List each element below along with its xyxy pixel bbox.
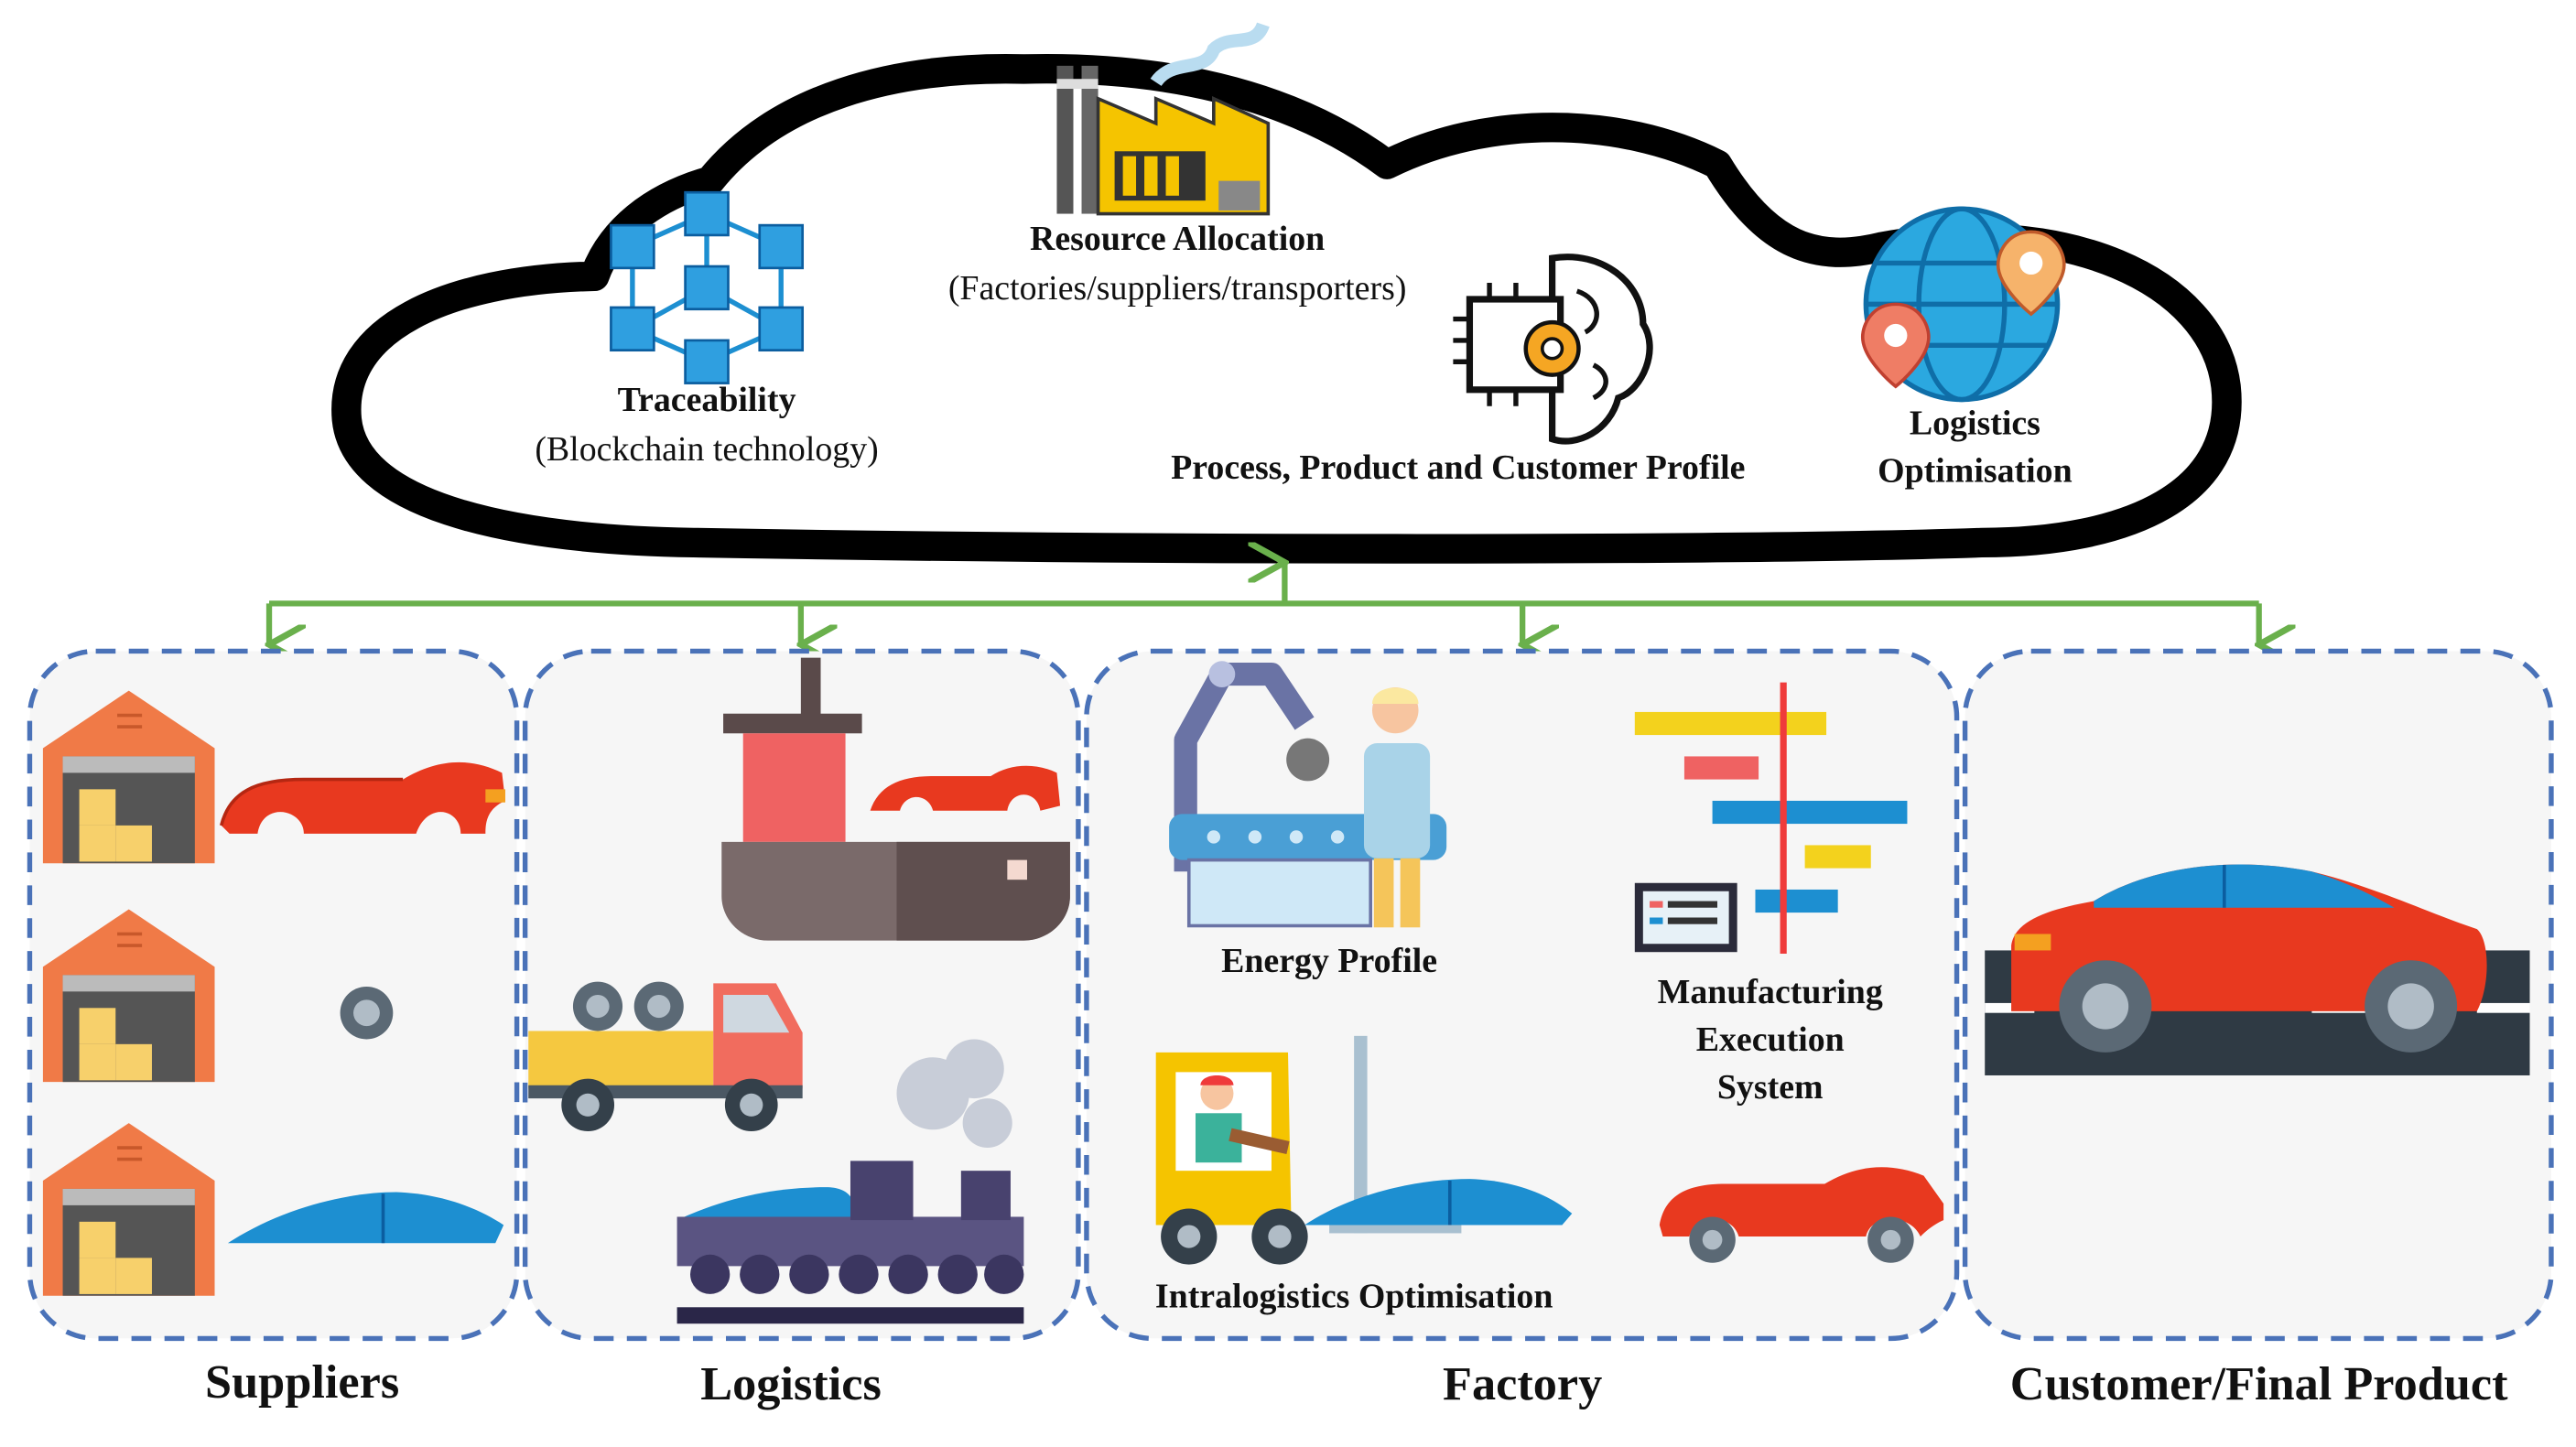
mes-label-line3: System: [1717, 1068, 1824, 1107]
suppliers-label: Suppliers: [205, 1355, 399, 1409]
gantt-icon: [1634, 682, 1908, 955]
profile-title: Process, Product and Customer Profile: [1171, 448, 1745, 487]
cloud-connector: [269, 562, 2259, 644]
forklift-icon: [1155, 1035, 1462, 1265]
windshield-icon: [1304, 1179, 1573, 1226]
traceability-subtitle: (Blockchain technology): [535, 430, 878, 469]
warehouse-icon: [42, 690, 215, 864]
final-car-icon: [1985, 864, 2530, 1075]
wheel-icon: [340, 986, 394, 1040]
energy-profile-label: Energy Profile: [1221, 942, 1437, 980]
customer-label: Customer/Final Product: [2010, 1357, 2508, 1410]
ship-icon: [721, 657, 1070, 941]
truck-icon: [528, 981, 803, 1132]
intralogistics-label: Intralogistics Optimisation: [1155, 1277, 1553, 1315]
factory-label: Factory: [1443, 1357, 1602, 1410]
warehouse-icon: [42, 1123, 215, 1296]
cloud-outline: [331, 53, 2242, 564]
blockchain-icon: [610, 190, 805, 384]
globe-pin-icon: [1860, 206, 2066, 403]
resource-allocation-subtitle: (Factories/suppliers/transporters): [948, 269, 1407, 308]
windshield-icon: [227, 1192, 504, 1244]
train-icon: [676, 1039, 1024, 1324]
resource-allocation-title: Resource Allocation: [1030, 220, 1325, 258]
mes-label-line1: Manufacturing: [1658, 973, 1883, 1011]
car-body-icon: [1659, 1167, 1944, 1263]
logistics-panel: [522, 648, 1081, 1342]
mes-label-line2: Execution: [1696, 1020, 1845, 1059]
ai-brain-icon: [1453, 254, 1653, 445]
warehouse-icon: [42, 909, 215, 1083]
car-body-icon: [219, 761, 505, 834]
traceability-title: Traceability: [618, 381, 796, 419]
logistics-optimisation-line1: Logistics: [1910, 404, 2040, 442]
logistics-label: Logistics: [700, 1357, 882, 1410]
factory-icon: [1056, 21, 1271, 216]
robot-arm-icon: [1169, 661, 1447, 928]
logistics-optimisation-line2: Optimisation: [1878, 451, 2073, 490]
